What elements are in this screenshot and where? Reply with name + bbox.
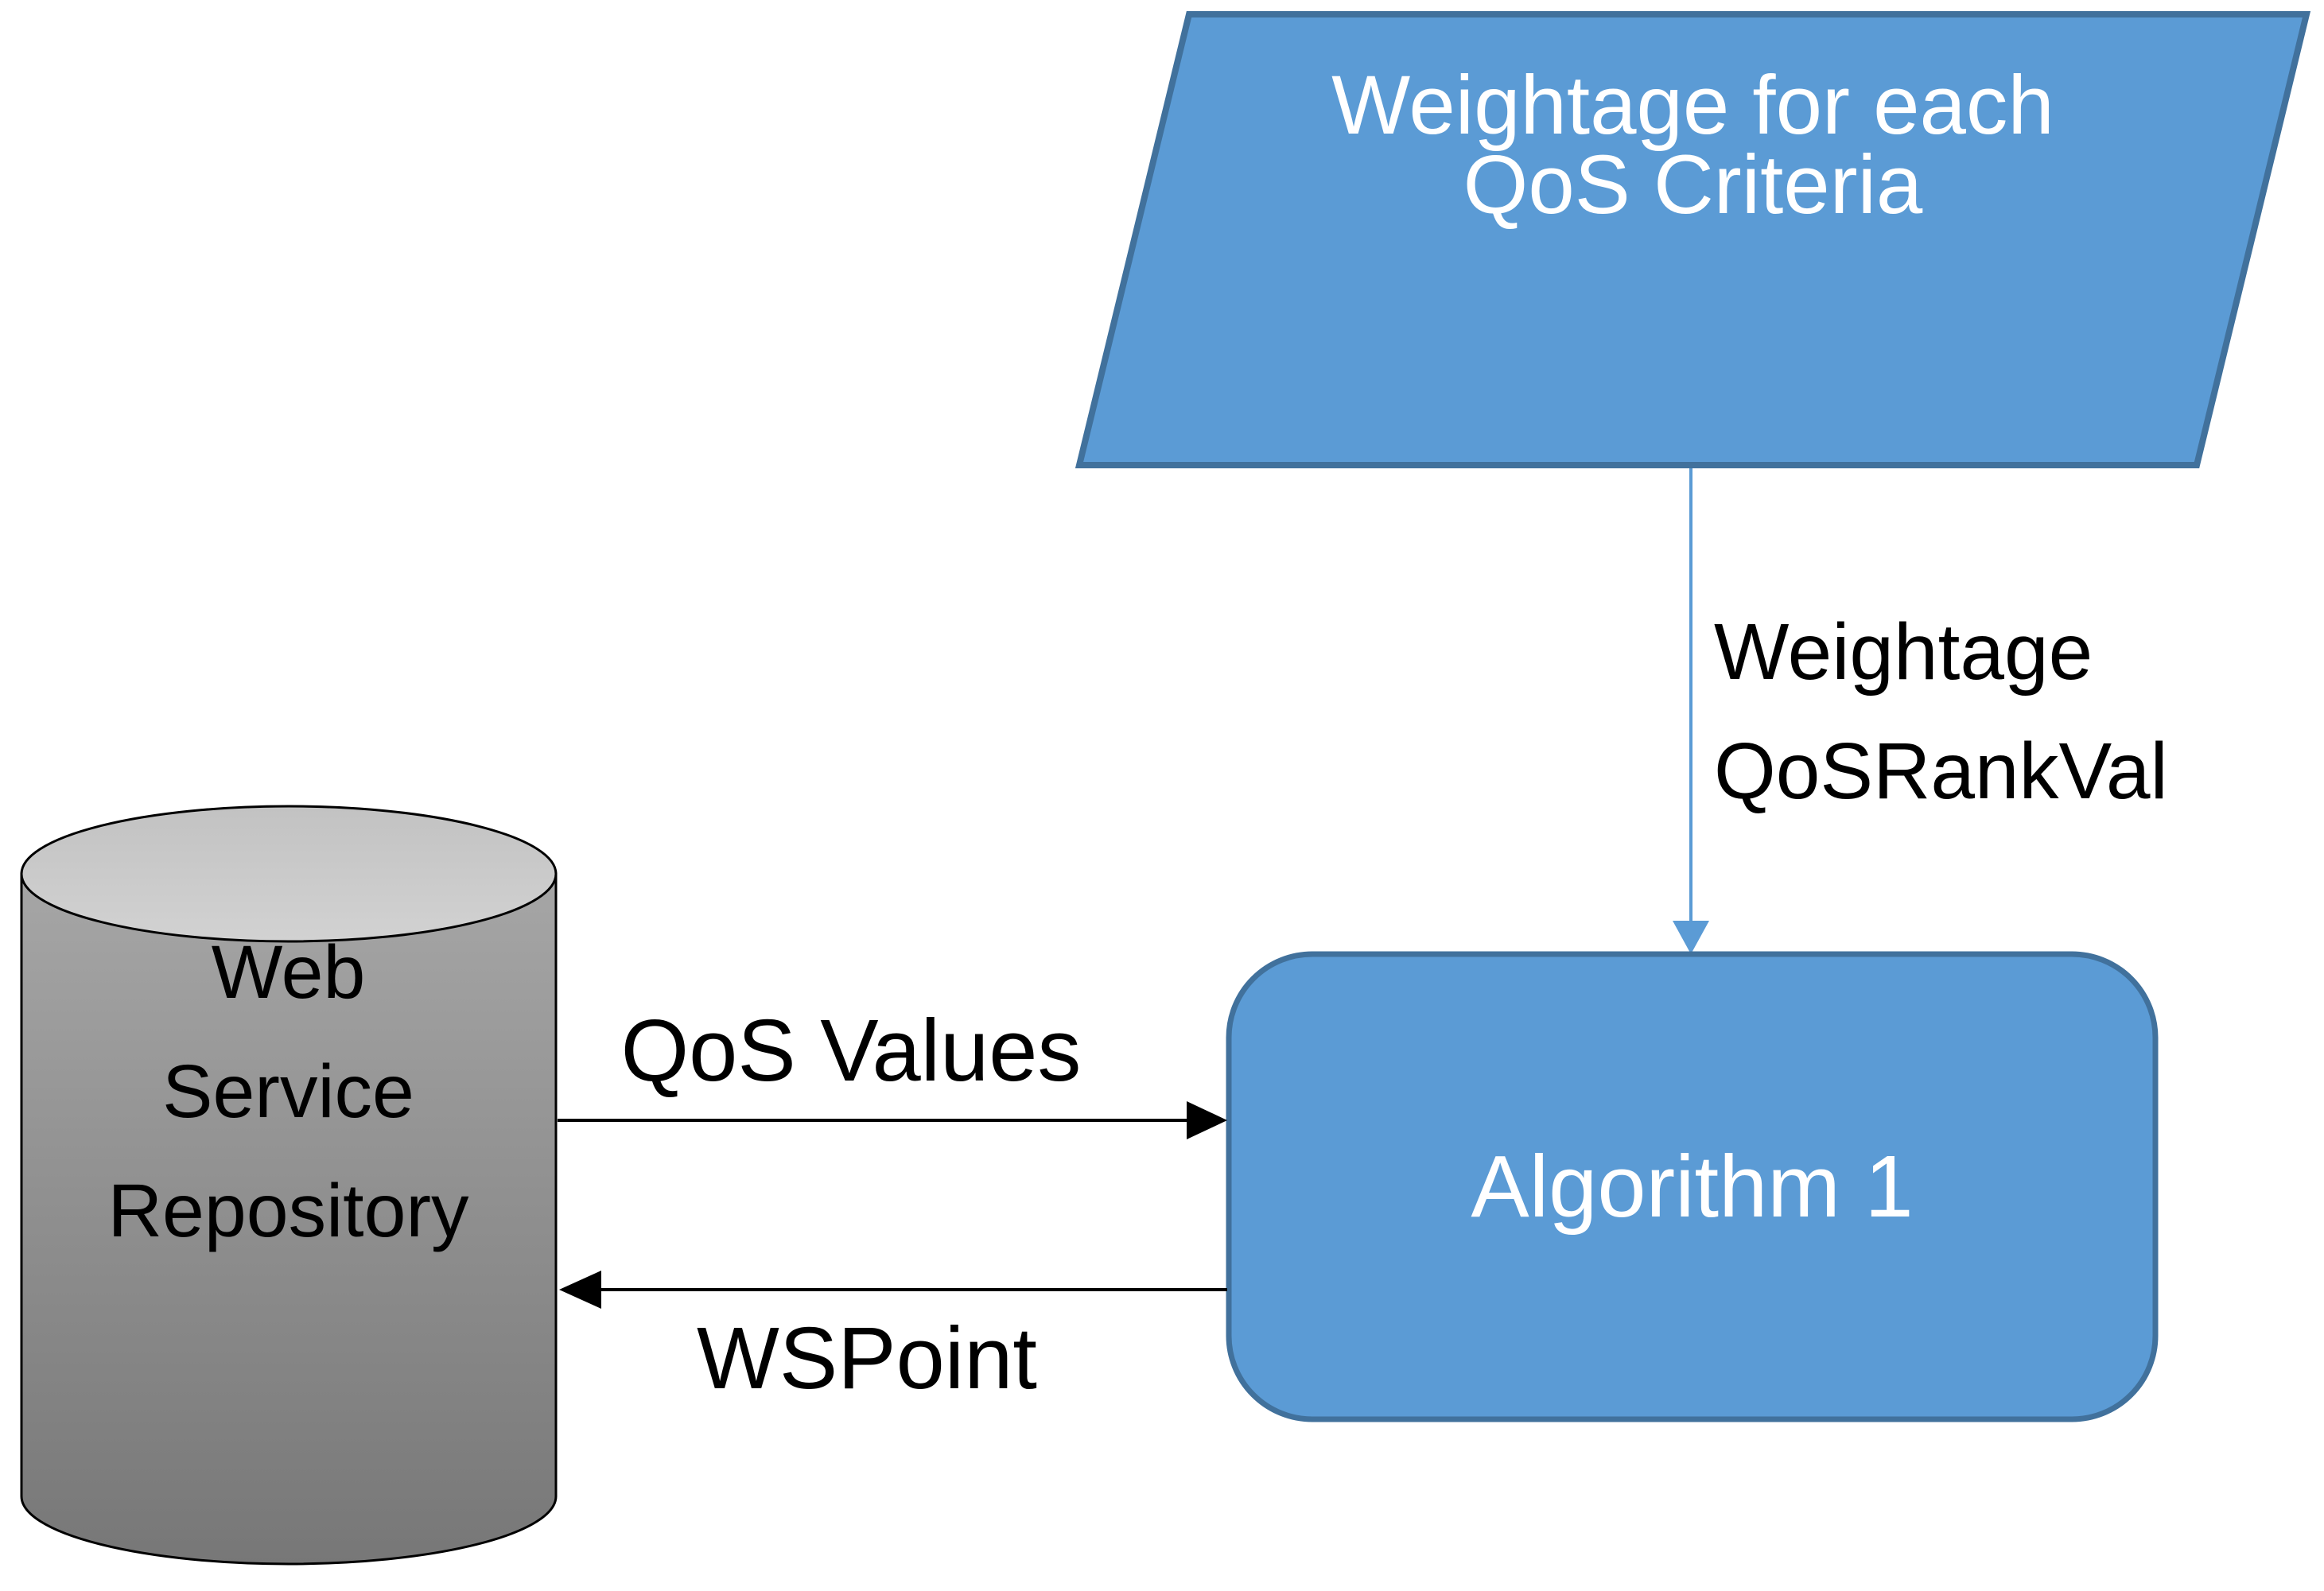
repository-label-line1: Web	[211, 930, 366, 1015]
repository-label-line2: Service	[162, 1050, 414, 1134]
repository-label: Web Service Repository	[20, 913, 557, 1271]
algorithm-box-label-text: Algorithm 1	[1471, 1138, 1914, 1236]
algorithm-box	[1226, 951, 2159, 1422]
qos-values-arrow-label: QoS Values	[620, 1002, 1082, 1100]
repository-label-line3: Repository	[107, 1169, 469, 1253]
wspoint-arrow-label: WSPoint	[697, 1310, 1037, 1407]
weightage-connector-arrowhead-icon	[1673, 921, 1709, 954]
repository-cylinder-top	[20, 805, 558, 943]
qos-values-arrowhead-icon	[1187, 1101, 1227, 1139]
weightage-input-label-line1: Weightage for each	[1331, 59, 2054, 152]
algorithm-box-label: Algorithm 1	[1229, 954, 2155, 1419]
weightage-input-label: Weightage for each QoS Criteria	[1079, 59, 2307, 231]
weightage-connector-label-line1: Weightage	[1714, 607, 2093, 697]
weightage-connector-label-line2: QoSRankVal	[1714, 727, 2168, 816]
wspoint-arrowhead-icon	[559, 1271, 601, 1309]
weightage-input-label-line2: QoS Criteria	[1463, 138, 1923, 231]
weightage-connector-label: Weightage QoSRankVal	[1714, 592, 2168, 831]
weightage-input-parallelogram	[1075, 11, 2311, 468]
repository-cylinder-body	[20, 872, 558, 1566]
